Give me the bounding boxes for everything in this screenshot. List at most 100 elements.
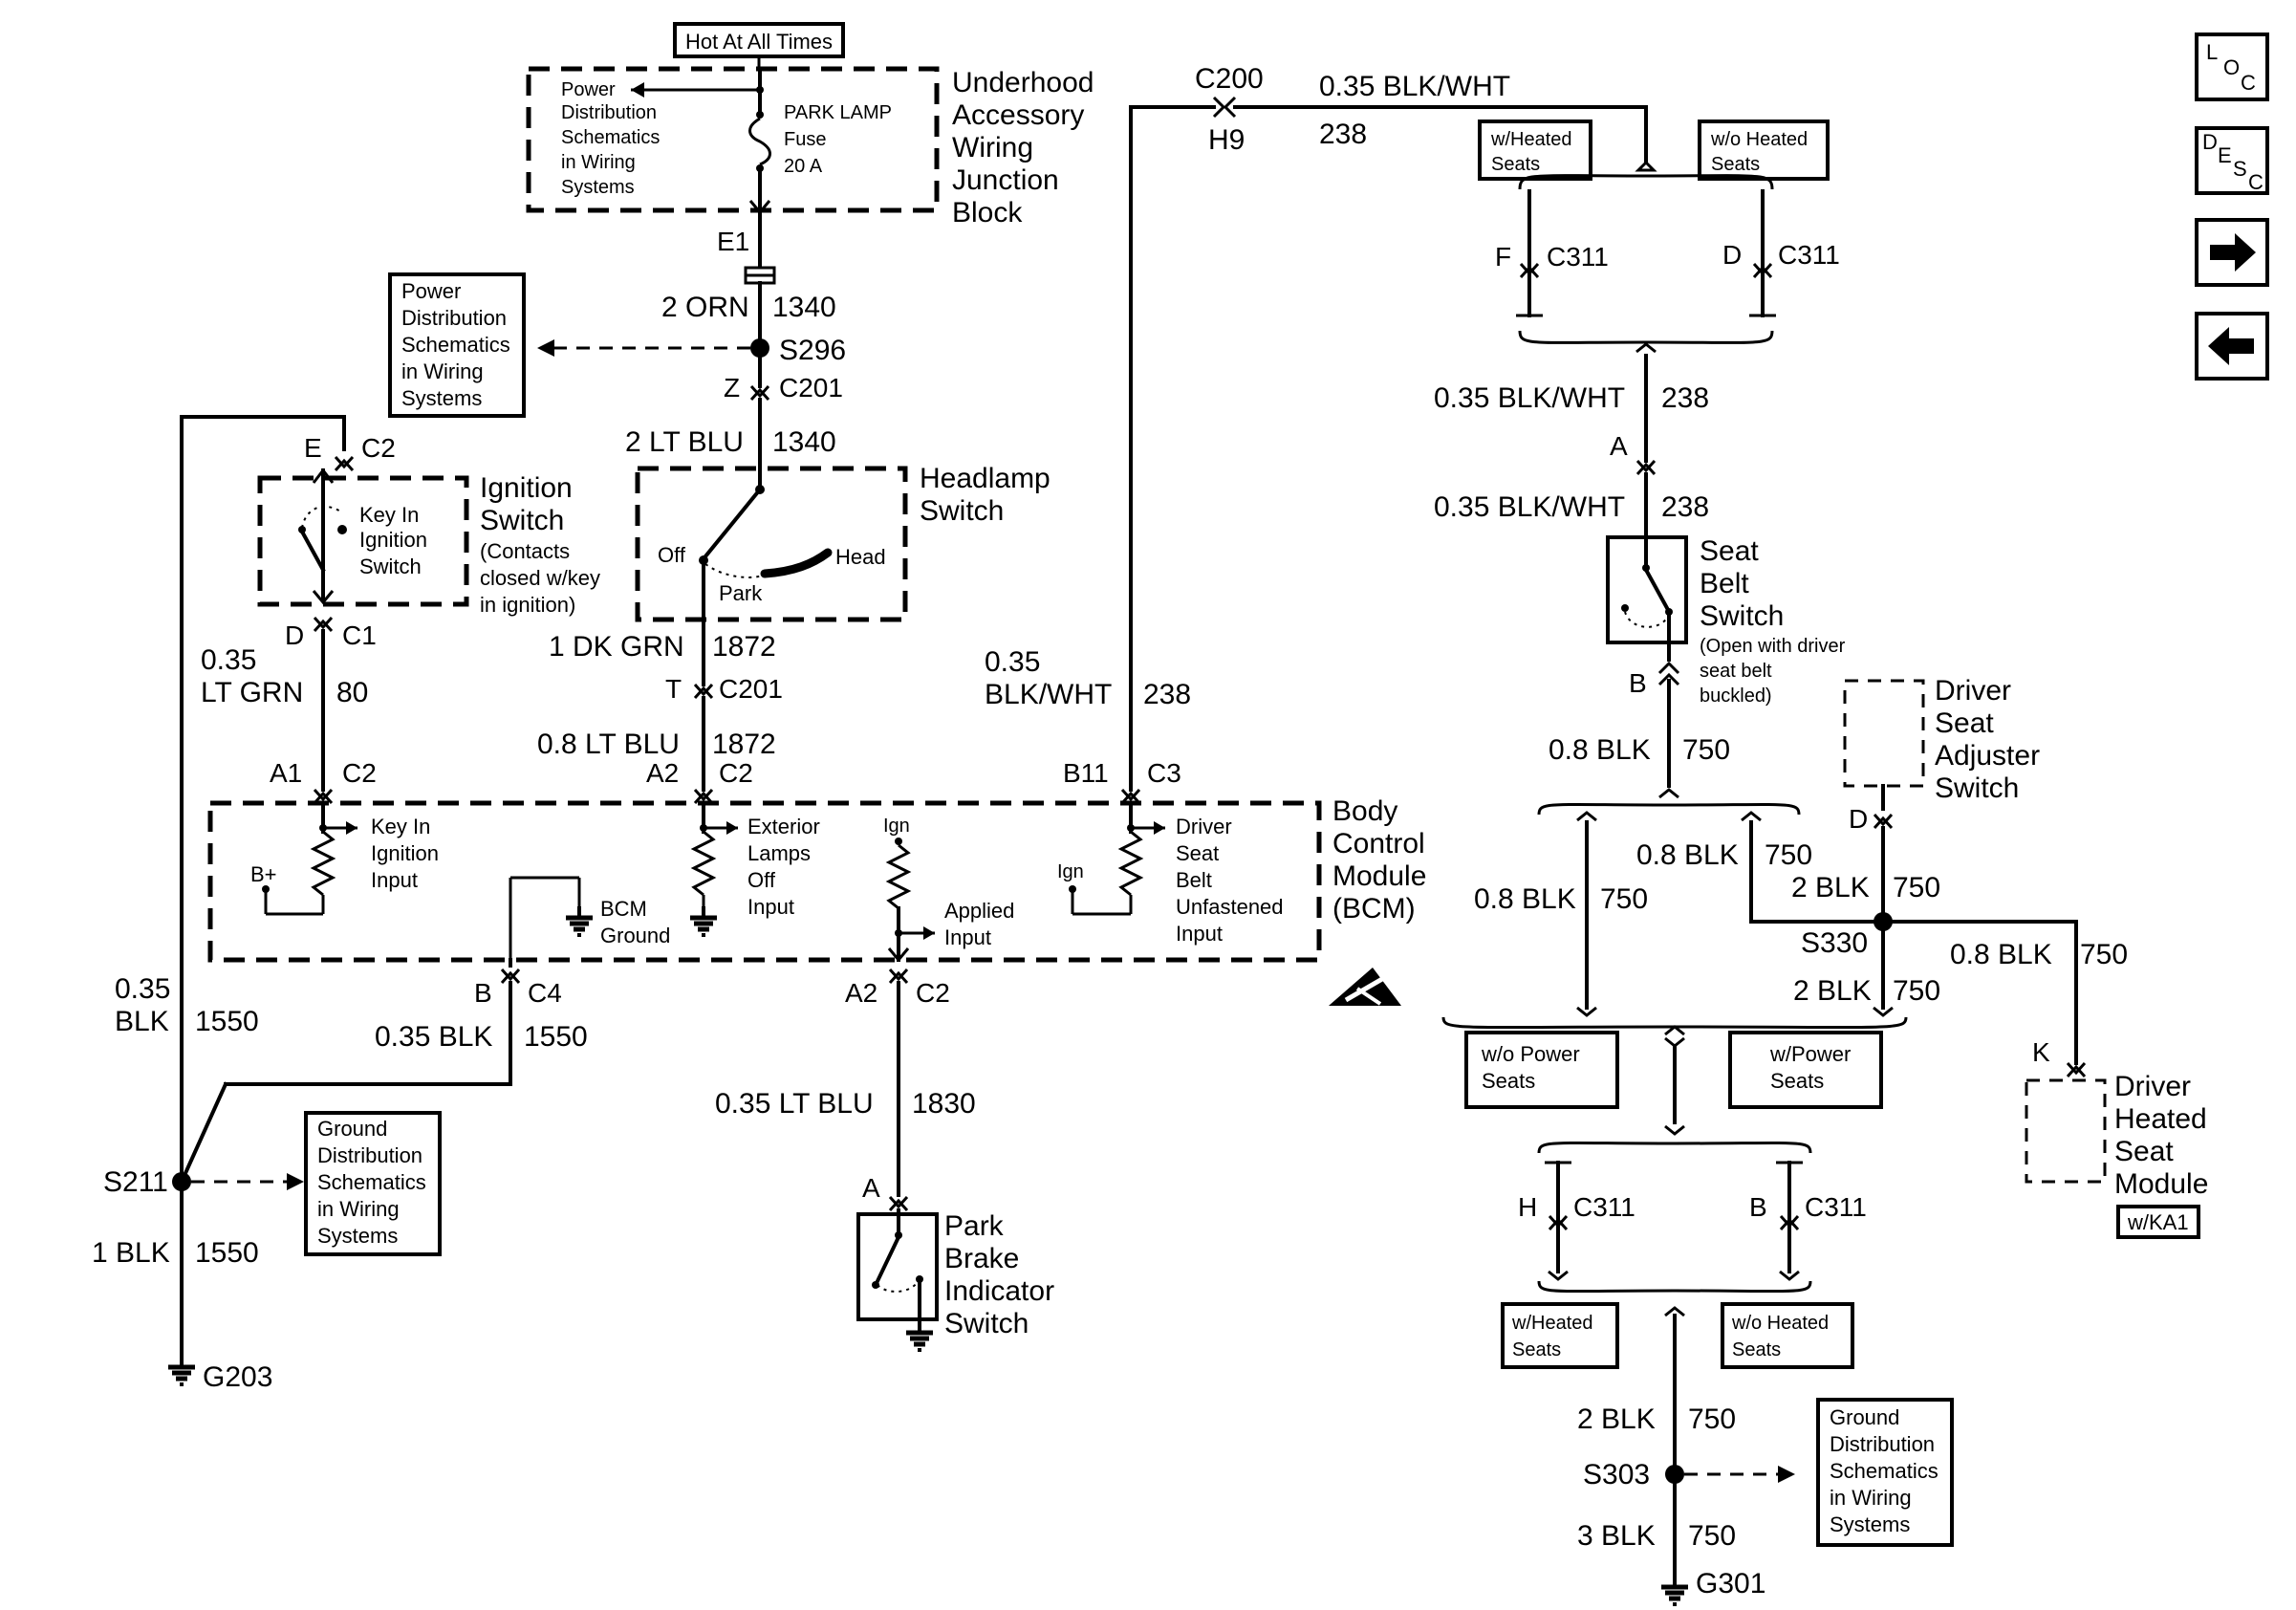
ign-name-1: Ignition — [480, 472, 573, 504]
pd-left-3: Schematics — [401, 333, 510, 357]
bcm-ign-1: Ign — [883, 816, 910, 837]
heated-top-with-1: w/Heated — [1490, 129, 1572, 150]
ign-note-3: in ignition) — [480, 593, 575, 617]
wire-08blk-c-circuit: 750 — [1765, 839, 1812, 871]
hot-at-all-times-label: Hot At All Times — [685, 30, 833, 54]
headlamp-head: Head — [835, 545, 886, 569]
wire-238-top: C200 H9 0.35 BLK/WHT 238 0.35 BLK/WHT 23… — [985, 63, 1648, 792]
heated-seat-bottom-option: H C311 B C311 w/Heated Seats w/o Heated … — [1501, 1141, 1867, 1369]
ign-conn-top-name: C2 — [361, 433, 396, 463]
bcm-applied-2: Input — [944, 925, 991, 949]
splice-s303-dot — [1665, 1465, 1684, 1484]
gd-left-2: Distribution — [317, 1143, 422, 1167]
ign-note-2: closed w/key — [480, 566, 600, 590]
headlamp-park: Park — [719, 581, 763, 605]
wire-ltblu-1872-gauge: 0.8 LT BLU — [537, 729, 680, 760]
gd-left-5: Systems — [317, 1224, 398, 1248]
power-seats-with-2: Seats — [1770, 1069, 1824, 1093]
bcm-pin-b11: B11 — [1063, 758, 1109, 788]
junction-block-name-2: Accessory — [952, 99, 1084, 131]
ign-conn-bottom-name: C1 — [342, 620, 377, 650]
park-brake-name-3: Indicator — [944, 1275, 1054, 1307]
bcm-extlamps-3: Off — [747, 868, 776, 892]
power-seats-without-1: w/o Power — [1481, 1042, 1580, 1066]
headlamp-off: Off — [658, 543, 686, 567]
heated-seat-pin: K — [2032, 1037, 2050, 1067]
bcm-pin-b11-conn: C3 — [1147, 758, 1181, 788]
heated-seat-option: w/KA1 — [2127, 1210, 2189, 1234]
loc-button[interactable]: L O C — [2195, 33, 2269, 101]
ign-note-1: (Contacts — [480, 539, 570, 563]
driver-heated-seat-module: K Driver Heated Seat Module w/KA1 — [2025, 1037, 2208, 1239]
c311-top-f-pin: F — [1495, 242, 1511, 272]
wire-3blk-circuit: 750 — [1688, 1520, 1736, 1552]
fuse-rating: 20 A — [784, 156, 823, 177]
junction-block-outline — [526, 66, 940, 213]
fuse-name: PARK LAMP — [784, 102, 892, 123]
wire-ltblu-1340-gauge: 2 LT BLU — [625, 426, 744, 458]
bcm-applied-1: Applied — [944, 899, 1014, 923]
bcm-extlamps-4: Input — [747, 895, 794, 919]
back-arrow-button[interactable] — [2195, 312, 2269, 381]
gd-right-2: Distribution — [1830, 1432, 1935, 1456]
c311-bottom-h-name: C311 — [1573, 1192, 1635, 1222]
pd-ref-line-5: Systems — [561, 177, 635, 198]
bcm-keyin-2: Ignition — [371, 841, 439, 865]
wire-1blk-gauge: 1 BLK — [92, 1237, 170, 1269]
c311-bottom-h-pin: H — [1518, 1192, 1537, 1222]
park-brake-pin: A — [862, 1173, 880, 1203]
gd-right-3: Schematics — [1830, 1459, 1939, 1483]
seat-belt-name-3: Switch — [1700, 600, 1784, 632]
park-brake-name-2: Brake — [944, 1243, 1019, 1274]
splice-s330-label: S330 — [1801, 927, 1868, 959]
seat-belt-name-2: Belt — [1700, 568, 1749, 599]
driver-seat-adjuster-switch — [1843, 679, 1925, 788]
c311-bottom-b-name: C311 — [1805, 1192, 1867, 1222]
wire-1550b-circuit: 1550 — [524, 1021, 588, 1053]
ground-g301: G301 — [1696, 1568, 1765, 1599]
desc-letter-c: C — [2248, 170, 2264, 194]
wire-3blk-gauge: 3 BLK — [1577, 1520, 1656, 1552]
wire-ltblu-1340-circuit: 1340 — [772, 426, 836, 458]
seat-adjuster-pin: D — [1849, 804, 1868, 834]
c311-bottom-b-pin: B — [1749, 1192, 1767, 1222]
heated-bottom-without-1: w/o Heated — [1731, 1313, 1829, 1334]
splice-s296-dot — [750, 338, 769, 358]
heated-bottom-with-2: Seats — [1512, 1339, 1561, 1360]
ground-g203: G203 — [203, 1361, 272, 1393]
splice-s211-dot — [172, 1172, 191, 1191]
bcm-name-2: Control — [1332, 828, 1425, 859]
ignition-switch: E C2 Key In Ignition Switch Ignition Swi… — [180, 415, 600, 1360]
wire-1830-circuit: 1830 — [912, 1088, 976, 1120]
ign-inner-2: Ignition — [359, 528, 427, 552]
next-arrow-button[interactable] — [2195, 218, 2269, 287]
conn-z-name: C201 — [779, 373, 843, 402]
pd-left-4: in Wiring — [401, 359, 484, 383]
wire-1blk-circuit: 1550 — [195, 1237, 259, 1269]
gd-right-1: Ground — [1830, 1405, 1899, 1429]
wire-1550a-gauge-2: BLK — [115, 1006, 169, 1037]
power-seats-with-1: w/Power — [1769, 1042, 1851, 1066]
wire-orn-circuit: 1340 — [772, 292, 836, 323]
seat-belt-name-1: Seat — [1700, 535, 1759, 567]
underhood-junction-block: Hot At All Times Power Distribution Sche… — [526, 22, 1094, 285]
splice-s211-label: S211 — [103, 1166, 168, 1198]
bcm-name-1: Body — [1332, 795, 1397, 827]
splice-s330-dot — [1874, 912, 1893, 931]
desc-letter-d: D — [2202, 130, 2218, 154]
wire-2blk-c-gauge: 2 BLK — [1577, 1403, 1656, 1435]
wire-08blk-a-circuit: 750 — [1682, 734, 1730, 766]
pd-left-1: Power — [401, 279, 461, 303]
wire-ltgrn-gauge-1: 0.35 — [201, 644, 256, 676]
heated-bottom-without-2: Seats — [1732, 1339, 1781, 1360]
wire-1830-gauge: 0.35 LT BLU — [715, 1088, 874, 1120]
bcm-seatbelt-5: Input — [1176, 922, 1223, 946]
wire-ltgrn-circuit: 80 — [336, 677, 368, 708]
pd-ref-line-1: Power — [561, 79, 616, 100]
loc-letter-o: O — [2223, 55, 2240, 79]
seat-belt-note-3: buckled) — [1700, 685, 1772, 707]
wire-top-gauge: 0.35 BLK/WHT — [1319, 71, 1510, 102]
desc-button[interactable]: D E S C — [2195, 126, 2269, 195]
bcm-bplus: B+ — [250, 862, 277, 886]
